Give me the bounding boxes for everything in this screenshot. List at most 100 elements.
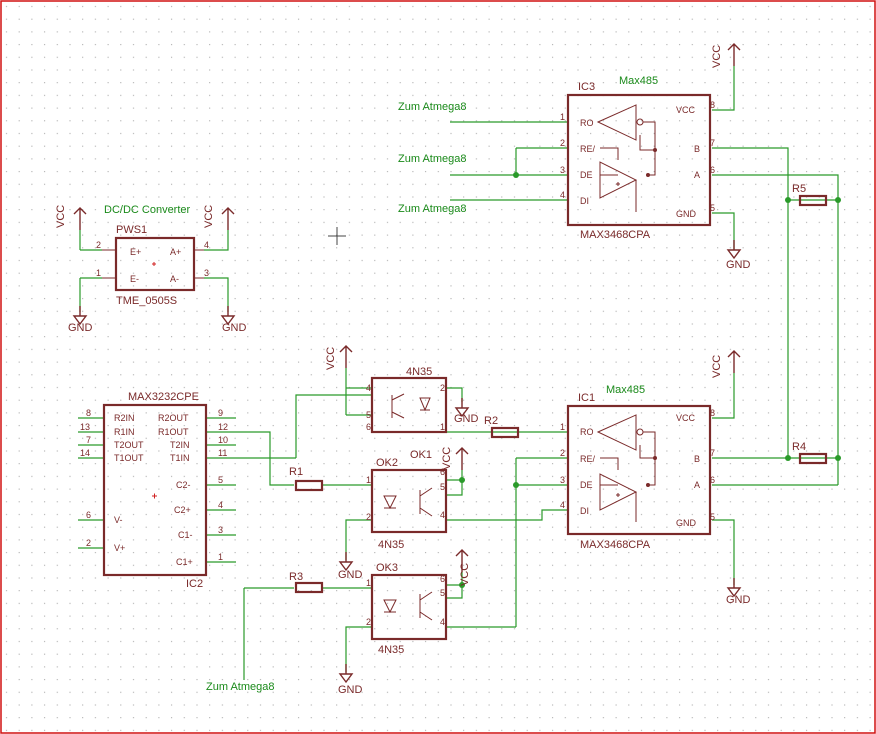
ic3-pin-label: RE/ <box>580 144 596 154</box>
junction-dots <box>459 172 841 588</box>
vcc-label: VCC <box>711 355 723 378</box>
net-label-atmega: Zum Atmega8 <box>206 681 274 693</box>
ok1-optocoupler[interactable]: 4N35 OK1 4 5 6 2 1 <box>366 366 448 461</box>
vcc-label: VCC <box>325 347 337 370</box>
vcc-symbol: VCC <box>441 447 469 471</box>
ic3-value: MAX3468CPA <box>580 229 651 241</box>
ic2-pin-num: 8 <box>86 408 91 418</box>
ic2-max3232[interactable]: MAX3232CPE IC2 R2IN R1IN T2OUT T1OUT V- … <box>80 391 228 590</box>
ic1-pin-num: 6 <box>710 475 715 485</box>
net-label-atmega: Zum Atmega8 <box>398 153 466 165</box>
pws1-pin-num: 1 <box>96 268 101 278</box>
pws1-converter[interactable]: PWS1 TME_0505S E+ E- A+ A- 2 1 4 3 <box>96 224 209 307</box>
ic2-pin-label: V+ <box>114 543 125 553</box>
r2-name: R2 <box>484 415 498 427</box>
ic1-pin-label: RE/ <box>580 454 596 464</box>
net-label-max485-top: Max485 <box>619 75 658 87</box>
net-label-atmega: Zum Atmega8 <box>398 101 466 113</box>
ok3-pin-num: 6 <box>440 574 445 584</box>
pws1-pin-num: 4 <box>204 240 209 250</box>
r4-name: R4 <box>792 441 806 453</box>
ic3-pin-label: GND <box>676 209 697 219</box>
ok2-pin-num: 1 <box>366 475 371 485</box>
ic1-max3468[interactable]: IC1 MAX3468CPA RO RE/ DE DI VCC B A GND … <box>560 392 715 551</box>
resistor-r1[interactable]: R1 <box>289 466 324 492</box>
ic2-pin-num: 5 <box>218 475 223 485</box>
ok1-pin-num: 4 <box>366 383 371 393</box>
ok2-name: OK2 <box>376 457 398 469</box>
gnd-label: GND <box>338 569 363 581</box>
ic2-pin-label: T1IN <box>170 453 190 463</box>
ic1-pin-num: 3 <box>560 475 565 485</box>
ok3-optocoupler[interactable]: OK3 4N35 1 2 6 5 4 <box>366 562 448 656</box>
ok3-value: 4N35 <box>378 644 404 656</box>
ic1-pin-label: DI <box>580 506 589 516</box>
ic3-pin-label: B <box>694 144 700 154</box>
resistor-r2[interactable]: R2 <box>484 415 520 439</box>
ic2-pin-label: C2+ <box>174 505 191 515</box>
gnd-symbol: GND <box>338 663 363 696</box>
ic2-pin-label: T2OUT <box>114 440 144 450</box>
ic3-max3468[interactable]: IC3 MAX3468CPA RO RE/ DE DI VCC B A GND … <box>560 81 715 241</box>
ic3-pin-label: A <box>694 170 700 180</box>
ic1-pin-label: DE <box>580 480 593 490</box>
pws1-pin-num: 2 <box>96 240 101 250</box>
ic2-pin-label: T1OUT <box>114 453 144 463</box>
vcc-symbol: VCC <box>455 549 471 586</box>
ic3-pin-num: 7 <box>710 138 715 148</box>
resistor-r5[interactable]: R5 <box>792 183 828 207</box>
ic2-pin-label: C1- <box>178 530 193 540</box>
net-label-atmega: Zum Atmega8 <box>398 203 466 215</box>
ic1-pin-label: RO <box>580 427 594 437</box>
ic2-pin-num: 1 <box>218 552 223 562</box>
gnd-label: GND <box>454 413 479 425</box>
ic1-pin-num: 7 <box>710 448 715 458</box>
ok3-pin-num: 5 <box>440 588 445 598</box>
gnd-symbol: GND <box>338 551 363 581</box>
ic2-pin-num: 6 <box>86 510 91 520</box>
ic3-pin-num: 8 <box>710 100 715 110</box>
ok3-name: OK3 <box>376 562 398 574</box>
vcc-symbol: VCC <box>711 350 741 378</box>
ic2-pin-num: 9 <box>218 408 223 418</box>
ok2-pin-num: 4 <box>440 510 445 520</box>
ok3-pin-num: 2 <box>366 617 371 627</box>
ok2-value: 4N35 <box>378 539 404 551</box>
ok1-pin-num: 6 <box>366 422 371 432</box>
vcc-symbol: VCC <box>711 43 741 68</box>
ic2-pin-label: C1+ <box>176 557 193 567</box>
ic3-pin-num: 3 <box>560 165 565 175</box>
ok2-optocoupler[interactable]: OK2 4N35 1 2 6 5 4 <box>366 457 448 551</box>
vcc-label: VCC <box>441 447 453 470</box>
ic3-pin-label: DE <box>580 170 593 180</box>
ok2-pin-num: 5 <box>440 482 445 492</box>
ic1-name: IC1 <box>578 392 595 404</box>
ic2-pin-num: 11 <box>218 448 227 458</box>
vcc-label: VCC <box>55 205 67 228</box>
pws1-pin-num: 3 <box>204 268 209 278</box>
gnd-label: GND <box>338 684 363 696</box>
pws1-pin-eminus: E- <box>130 274 139 284</box>
ok1-value: 4N35 <box>406 366 432 378</box>
ic1-value: MAX3468CPA <box>580 539 651 551</box>
ic2-pin-num: 2 <box>86 538 91 548</box>
ic1-pin-label: VCC <box>676 413 696 423</box>
ic2-pin-num: 14 <box>80 448 90 458</box>
pws1-pin-aplus: A+ <box>170 247 181 257</box>
ic1-pin-label: B <box>694 454 700 464</box>
ok1-pin-num: 5 <box>366 410 371 420</box>
ok2-pin-num: 6 <box>440 467 445 477</box>
ic3-pin-label: RO <box>580 118 594 128</box>
ic2-pin-label: C2- <box>176 480 191 490</box>
resistor-r4[interactable]: R4 <box>792 441 828 465</box>
ic2-pin-label: R1IN <box>114 427 135 437</box>
ic3-pin-num: 2 <box>560 138 565 148</box>
resistor-r3[interactable]: R3 <box>289 571 324 594</box>
vcc-symbol: VCC <box>325 345 353 370</box>
ic2-pin-num: 10 <box>218 435 228 445</box>
ok2-pin-num: 2 <box>366 512 371 522</box>
ic2-pin-num: 4 <box>218 500 223 510</box>
